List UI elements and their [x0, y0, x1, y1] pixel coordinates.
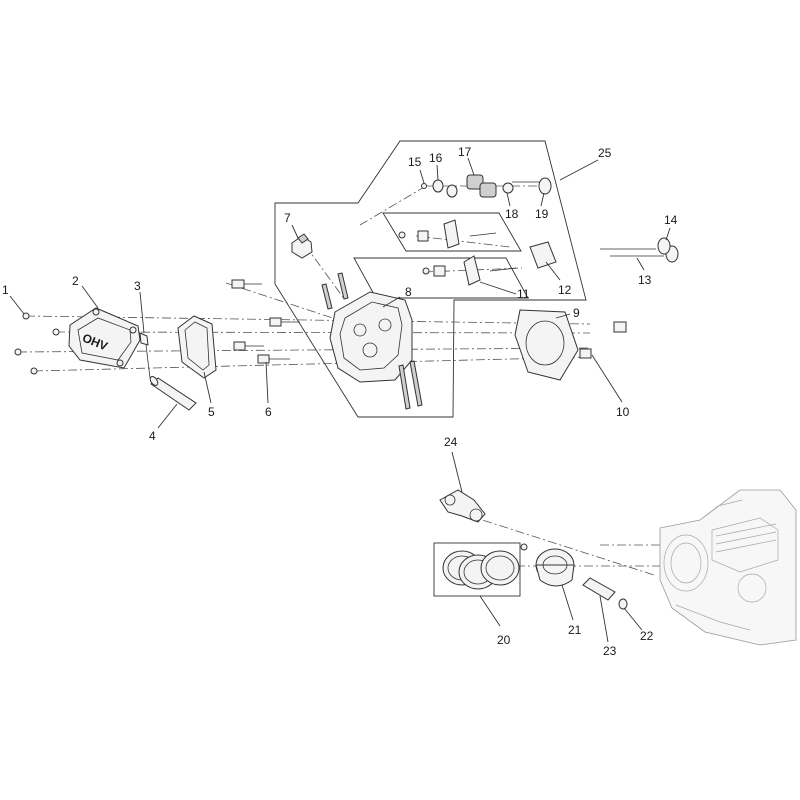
- valve-seal: [502, 182, 514, 194]
- callout-14: 14: [664, 213, 678, 227]
- callout-3: 3: [134, 279, 141, 293]
- cylinder-head: [321, 272, 423, 410]
- rocker-arm-upper: [398, 219, 497, 249]
- dowel-pins: [579, 321, 627, 359]
- callout-21: 21: [568, 623, 582, 637]
- leader-lines: [9, 157, 671, 643]
- valve-spring: [466, 174, 497, 198]
- callout-9: 9: [573, 306, 580, 320]
- callout-23: 23: [603, 644, 617, 658]
- spark-plug: [291, 233, 313, 259]
- valve-14: [600, 237, 671, 255]
- callout-5: 5: [208, 405, 215, 419]
- callout-12: 12: [558, 283, 572, 297]
- callout-17: 17: [458, 145, 472, 159]
- callout-19: 19: [535, 207, 549, 221]
- callout-16: 16: [429, 151, 443, 165]
- ring-set-frame: [433, 542, 521, 597]
- valve-keeper: [421, 183, 427, 189]
- circlip: [618, 598, 628, 610]
- head-gasket: [514, 309, 579, 381]
- connecting-rod: [439, 489, 486, 523]
- callout-7: 7: [284, 211, 291, 225]
- callout-8: 8: [405, 285, 412, 299]
- callout-11: 11: [517, 287, 530, 301]
- bolt-1-group: [14, 312, 60, 375]
- valve-cover: OHV: [68, 307, 141, 369]
- callout-4: 4: [149, 429, 156, 443]
- callout-10: 10: [616, 405, 630, 419]
- rocker-arm-lower: [422, 255, 517, 286]
- head-bolts: [231, 279, 300, 364]
- cover-gasket: [177, 315, 217, 379]
- breather-tube: [145, 344, 197, 411]
- callout-labels: 1 2 3 4 5 6 7 8 9 10 11 12 13 14 15 16 1…: [2, 145, 678, 658]
- spring-retainer: [432, 179, 458, 198]
- callout-1: 1: [2, 283, 9, 297]
- callout-2: 2: [72, 274, 79, 288]
- callout-22: 22: [640, 629, 654, 643]
- piston: [520, 543, 575, 587]
- callout-20: 20: [497, 633, 511, 647]
- callout-18: 18: [505, 207, 519, 221]
- rocker-subframe-lower: [353, 257, 529, 299]
- callout-24: 24: [444, 435, 458, 449]
- breather-clip: [139, 332, 149, 346]
- push-rod-guide-plate: [529, 241, 557, 269]
- callout-13: 13: [638, 273, 652, 287]
- piston-rings: [442, 550, 520, 590]
- rocker-subframe-upper: [382, 212, 522, 252]
- assembly-axes: [17, 185, 660, 576]
- wrist-pin: [582, 577, 616, 601]
- group-frame-25: [274, 140, 587, 418]
- callout-6: 6: [265, 405, 272, 419]
- callout-25: 25: [598, 146, 612, 160]
- crankcase-ghost: [659, 489, 797, 646]
- callout-15: 15: [408, 155, 422, 169]
- valve-19: [512, 177, 552, 195]
